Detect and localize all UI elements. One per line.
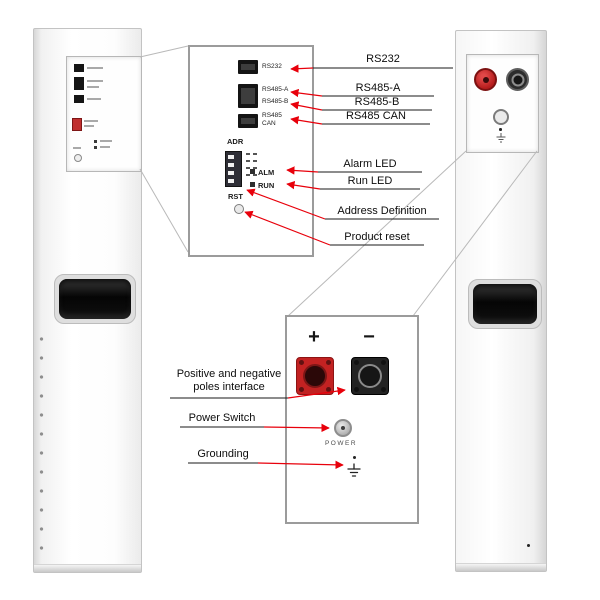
mini-can-port — [74, 95, 84, 103]
rs485a-port-label: RS485-A — [262, 86, 289, 93]
tower-base — [34, 564, 141, 572]
mini-grounding-icon — [496, 133, 506, 143]
mini-rs485-port — [74, 77, 84, 90]
callout-rs485-can: RS485 CAN — [346, 110, 406, 122]
mini-label-line — [87, 86, 99, 88]
can-port-label-2: CAN — [262, 120, 276, 127]
mini-label-line — [84, 120, 98, 122]
callout-product-reset: Product reset — [344, 231, 410, 243]
run-led — [250, 182, 255, 187]
mini-alm-led — [94, 140, 97, 143]
rs232-port-label: RS232 — [262, 63, 282, 70]
mini-label-line — [87, 80, 103, 82]
mini-run-led — [94, 146, 97, 149]
mini-label-line — [100, 140, 112, 142]
rs485-can-port — [238, 114, 258, 128]
handle-right — [468, 279, 542, 329]
mini-label-line — [84, 125, 94, 127]
reset-button — [234, 204, 244, 214]
positive-terminal — [296, 357, 334, 395]
callout-rs485-b: RS485-B — [354, 96, 400, 108]
mini-power-switch — [493, 109, 509, 125]
alarm-led — [250, 169, 255, 174]
vent-holes — [39, 336, 44, 564]
power-switch-label: POWER — [324, 440, 358, 447]
screw-dot — [527, 544, 530, 547]
rst-label: RST — [228, 192, 243, 201]
mini-label-line — [87, 98, 101, 100]
detail-box-power-panel: + − POWER — [285, 315, 419, 524]
mini-rs232-port — [74, 64, 84, 72]
callout-run-led: Run LED — [347, 175, 393, 187]
dip-scale-marks — [246, 153, 250, 179]
mini-positive-terminal — [474, 68, 497, 91]
dip-scale-marks — [253, 153, 257, 179]
control-panel-mini — [66, 56, 142, 172]
handle-grip — [59, 279, 131, 319]
grounding-icon — [347, 463, 361, 477]
positive-sign: + — [308, 326, 320, 348]
negative-terminal — [351, 357, 389, 395]
callout-poles-interface: Positive and negative poles interface — [170, 368, 288, 394]
callout-poles-line2: poles interface — [193, 381, 265, 393]
detail-box-comm-panel: RS232 RS485-A RS485-B RS485 CAN ADR ALM … — [188, 45, 314, 257]
dip-switch — [225, 151, 242, 187]
callout-rs232: RS232 — [366, 53, 400, 65]
mini-ground-dot — [499, 128, 502, 131]
rs232-port — [238, 60, 258, 74]
handle-left — [54, 274, 136, 324]
power-switch-button — [334, 419, 352, 437]
rs485-port — [238, 84, 258, 108]
run-label: RUN — [258, 181, 275, 190]
mini-label-line — [73, 147, 81, 149]
adr-label: ADR — [227, 137, 244, 146]
mini-label-line — [100, 146, 110, 148]
callout-address-definition: Address Definition — [337, 205, 427, 217]
callout-grounding: Grounding — [197, 448, 249, 460]
rs485b-port-label: RS485-B — [262, 98, 289, 105]
callout-rs485-a: RS485-A — [355, 82, 401, 94]
terminal-panel-mini — [466, 54, 539, 153]
mini-label-line — [87, 67, 103, 69]
mini-dip-switch — [72, 118, 82, 131]
callout-alarm-led: Alarm LED — [343, 158, 397, 170]
negative-sign: − — [363, 326, 375, 348]
callout-power-switch: Power Switch — [188, 412, 256, 424]
mini-negative-terminal — [506, 68, 529, 91]
callout-poles-line1: Positive and negative — [176, 368, 282, 380]
ground-dot — [353, 456, 356, 459]
mini-reset-button — [74, 154, 82, 162]
tower-base — [456, 563, 546, 571]
alm-label: ALM — [258, 168, 275, 177]
handle-grip — [473, 284, 537, 324]
can-port-label-1: RS485 — [262, 112, 282, 119]
